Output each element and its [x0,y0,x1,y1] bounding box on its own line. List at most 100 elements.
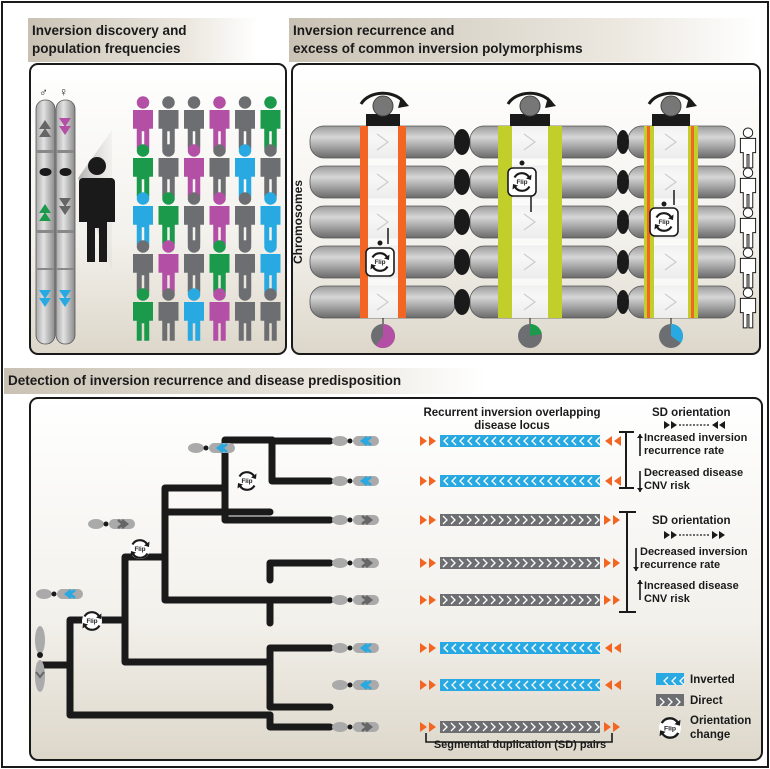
centromere-icon [617,290,629,314]
nahr-label: NAHR [371,116,394,125]
sd-arrow-icon [605,680,621,690]
sd-arrow-icon [420,722,436,732]
flip-marker: Flip [507,167,537,197]
person-icon [184,144,204,197]
small-chromosome [332,436,379,446]
phylogeny-branch [266,559,334,584]
sd-pair-row [420,475,621,487]
direct-arrow-icon [664,253,678,271]
person-icon [79,157,115,262]
flip-icon: Flip [512,172,532,192]
person-icon [133,240,153,293]
direct-arrow-icon [523,253,537,271]
person-icon [739,167,757,209]
sd-pair-row [420,514,620,526]
inverted-arrow-icon [59,198,71,215]
flip-label: Flip [87,618,98,625]
person-icon [209,192,230,245]
centromere-icon [617,250,629,274]
flip-icon: Flip [654,212,674,232]
decreased-cnv-1: Decreased disease [644,467,743,479]
legend: Flip [656,673,685,739]
sd-orientation-icon [664,421,725,429]
person-icon [158,240,179,293]
loop-icon [660,95,682,117]
small-chromosome [88,519,135,529]
legend-orientation-label-1: Orientation [690,715,751,727]
phylogeny-branch [266,711,334,731]
sd-pairs-label: Segmental duplication (SD) pairs [434,739,606,751]
direct-arrow-icon [664,293,678,311]
sd-arrow-icon [420,476,436,486]
person-icon [235,192,255,245]
inverted-region [440,679,600,691]
person-icon [184,192,204,245]
bracket-bottom [619,511,636,613]
direct-arrow-icon [39,120,51,137]
sd-arrow-icon [604,515,620,525]
sd-arrow-icon [420,643,436,653]
female-chromosome [55,99,76,345]
centromere-icon [454,289,470,315]
sd-arrow-icon [604,722,620,732]
panel-a-chromosomes: ♂ ♀ [35,85,76,345]
person-icon [184,96,204,149]
direct-arrow-icon [523,133,537,151]
direct-region [440,557,600,569]
direct-arrow-icon [376,133,390,151]
decreased-recurrence-1: Decreased inversion [640,546,748,558]
person-icon [235,96,255,149]
person-icon [260,288,281,341]
centromere-icon [617,130,629,154]
centromere-icon [59,168,72,176]
increased-recurrence-1: Increased inversion [644,432,748,444]
sd-arrow-icon [420,595,436,605]
sd-pair-row [420,435,621,447]
bracket-top [619,431,634,489]
nahr-bar [510,114,550,126]
nahr-label: NAHR [518,116,541,125]
inverted-arrow-icon [39,290,51,307]
centromere-icon [454,169,470,195]
inverted-arrow-icon [59,290,71,307]
phylogeny-branch [36,661,274,719]
flip-label: Flip [375,259,386,266]
sd-pairs-bracket [425,733,613,743]
person-icon [260,240,281,293]
flip-icon: Flip [659,717,681,739]
person-icon [739,207,757,249]
person-icon [209,288,230,341]
inversion-region [512,126,548,318]
nahr-bar [366,114,400,126]
person-icon [235,240,255,293]
nahr-label: NAHR [659,116,682,125]
recurrent-inversion-label-1: Recurrent inversion overlapping [423,407,600,419]
person-icon [158,96,179,149]
legend-orientation-label-2: change [690,729,730,741]
person-icon [133,96,153,149]
centromere-icon [454,209,470,235]
sd-arrow-icon [420,515,436,525]
flip-icon: Flip [237,471,257,491]
flip-label: Flip [517,179,528,186]
female-symbol: ♀ [59,85,68,99]
legend-inverted-swatch [656,673,684,685]
loop-icon [372,95,394,117]
inverted-region [440,642,600,654]
person-icon [184,240,204,293]
root-chromosome [35,626,45,654]
phylogeny-branch [221,484,334,524]
header-bg-a [28,18,258,62]
flip-icon: Flip [370,252,390,272]
male-chromosome [35,99,56,345]
centromere-icon [39,168,52,176]
sd-bar [498,126,512,318]
small-chromosome [332,643,379,653]
person-icon [133,192,153,245]
decreased-cnv-2: CNV risk [644,480,691,492]
panel-b-title-1: Inversion recurrence and [293,23,455,38]
direct-arrow-icon [664,173,678,191]
sd-pair-row [420,721,620,733]
direct-region [440,514,600,526]
